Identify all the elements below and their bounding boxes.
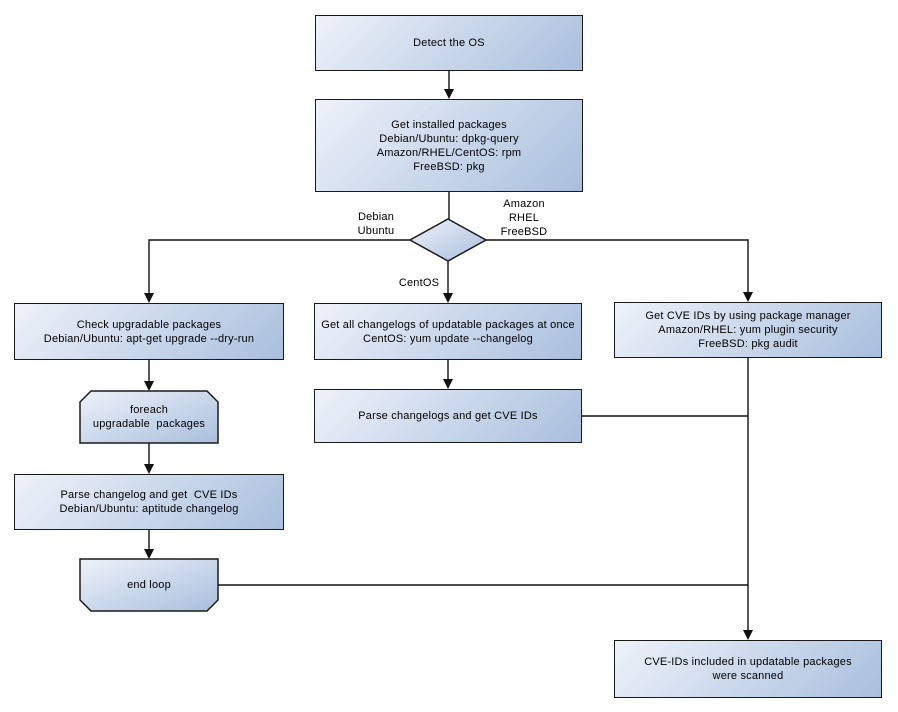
node-detect-os: Detect the OS <box>315 15 583 71</box>
connector-lines <box>148 71 749 633</box>
edge-label-amazon-rhel-freebsd: Amazon RHEL FreeBSD <box>500 198 548 238</box>
edge-label-centos: CentOS <box>398 277 440 289</box>
node-parse-changelog-debian: Parse changelog and get CVE IDs Debian/U… <box>14 474 284 530</box>
foreach-shape <box>79 390 219 444</box>
node-get-all-changelogs: Get all changelogs of updatable packages… <box>314 303 582 360</box>
end-loop-shape <box>79 558 219 612</box>
edge-label-debian-ubuntu: Debian Ubuntu <box>357 211 395 237</box>
foreach-label: foreach upgradable packages <box>92 404 206 430</box>
node-parse-changelogs-centos: Parse changelogs and get CVE IDs <box>314 389 582 443</box>
node-check-upgradable-packages: Check upgradable packages Debian/Ubuntu:… <box>14 303 284 360</box>
arrowheads <box>144 89 753 640</box>
decision-diamond <box>408 218 488 262</box>
node-get-cve-ids-package-manager: Get CVE IDs by using package manager Ama… <box>614 302 882 358</box>
node-get-installed-packages: Get installed packages Debian/Ubuntu: dp… <box>315 99 583 192</box>
node-cve-ids-scanned: CVE-IDs included in updatable packages w… <box>614 640 882 698</box>
end-loop-label: end loop <box>127 579 171 591</box>
